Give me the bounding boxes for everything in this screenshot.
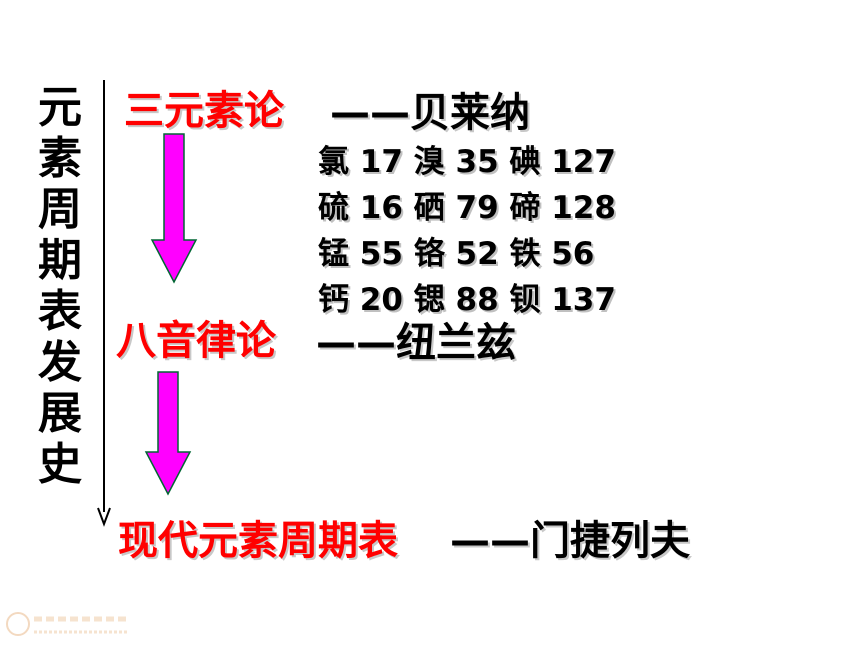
title-char: 史 bbox=[38, 439, 82, 490]
stage-octaves-person: ——纽兰兹 bbox=[316, 320, 516, 366]
stage-modern-title: 现代元素周期表 bbox=[118, 518, 398, 564]
stage-modern-person: ——门捷列夫 bbox=[450, 518, 690, 564]
title-char: 元 bbox=[38, 82, 82, 133]
stage-triads-title: 三元素论 bbox=[124, 88, 284, 134]
element-row: 硫 16 硒 79 碲 128 bbox=[318, 190, 616, 226]
element-row: 钙 20 锶 88 钡 137 bbox=[318, 282, 616, 318]
title-char: 发 bbox=[38, 337, 82, 388]
stage-triads-person: ——贝莱纳 bbox=[330, 90, 530, 136]
element-row: 氯 17 溴 35 碘 127 bbox=[318, 144, 616, 180]
stage-octaves-title: 八音律论 bbox=[116, 318, 276, 364]
title-char: 期 bbox=[38, 235, 82, 286]
title-char: 素 bbox=[38, 133, 82, 184]
element-row: 锰 55 铬 52 铁 56 bbox=[318, 236, 595, 272]
title-char: 表 bbox=[38, 286, 82, 337]
vertical-title: 元 素 周 期 表 发 展 史 bbox=[32, 82, 88, 490]
title-char: 周 bbox=[38, 184, 82, 235]
title-char: 展 bbox=[38, 388, 82, 439]
